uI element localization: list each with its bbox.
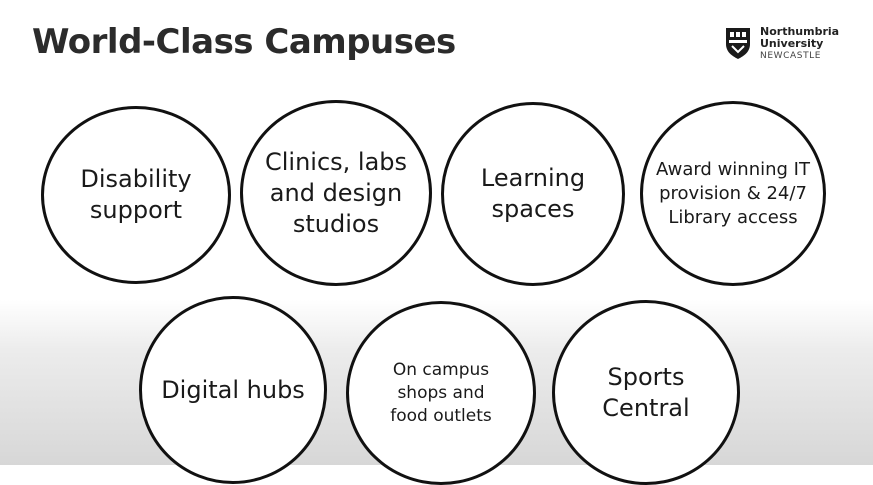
slide-title: World-Class Campuses xyxy=(32,22,456,62)
feature-circle-clinics-labs: Clinics, labs and design studios xyxy=(240,100,432,286)
university-crest-icon xyxy=(726,28,750,59)
feature-label: Clinics, labs and design studios xyxy=(264,147,408,238)
feature-label: Disability support xyxy=(80,165,192,224)
feature-label: Digital hubs xyxy=(161,375,305,404)
slide: World-Class Campuses Northumbria Univers… xyxy=(32,22,839,485)
logo-city: NEWCASTLE xyxy=(760,51,822,61)
feature-circle-learning-spaces: Learning spaces xyxy=(441,102,625,286)
feature-label: Award winning IT provision & 24/7 Librar… xyxy=(656,158,810,228)
feature-circle-digital-hubs: Digital hubs xyxy=(139,296,327,484)
feature-circle-sports-central: Sports Central xyxy=(552,300,740,485)
feature-label: On campus shops and food outlets xyxy=(390,359,492,426)
feature-label: Sports Central xyxy=(602,362,690,422)
logo-name-line1: Northumbria xyxy=(760,25,840,38)
logo-name-line2: University xyxy=(760,37,824,50)
feature-circle-it-library: Award winning IT provision & 24/7 Librar… xyxy=(640,101,826,286)
feature-circle-disability-support: Disability support xyxy=(41,106,231,284)
feature-circle-shops-food: On campus shops and food outlets xyxy=(346,301,536,485)
university-logo: Northumbria University NEWCASTLE xyxy=(724,26,839,62)
feature-label: Learning spaces xyxy=(480,164,586,223)
